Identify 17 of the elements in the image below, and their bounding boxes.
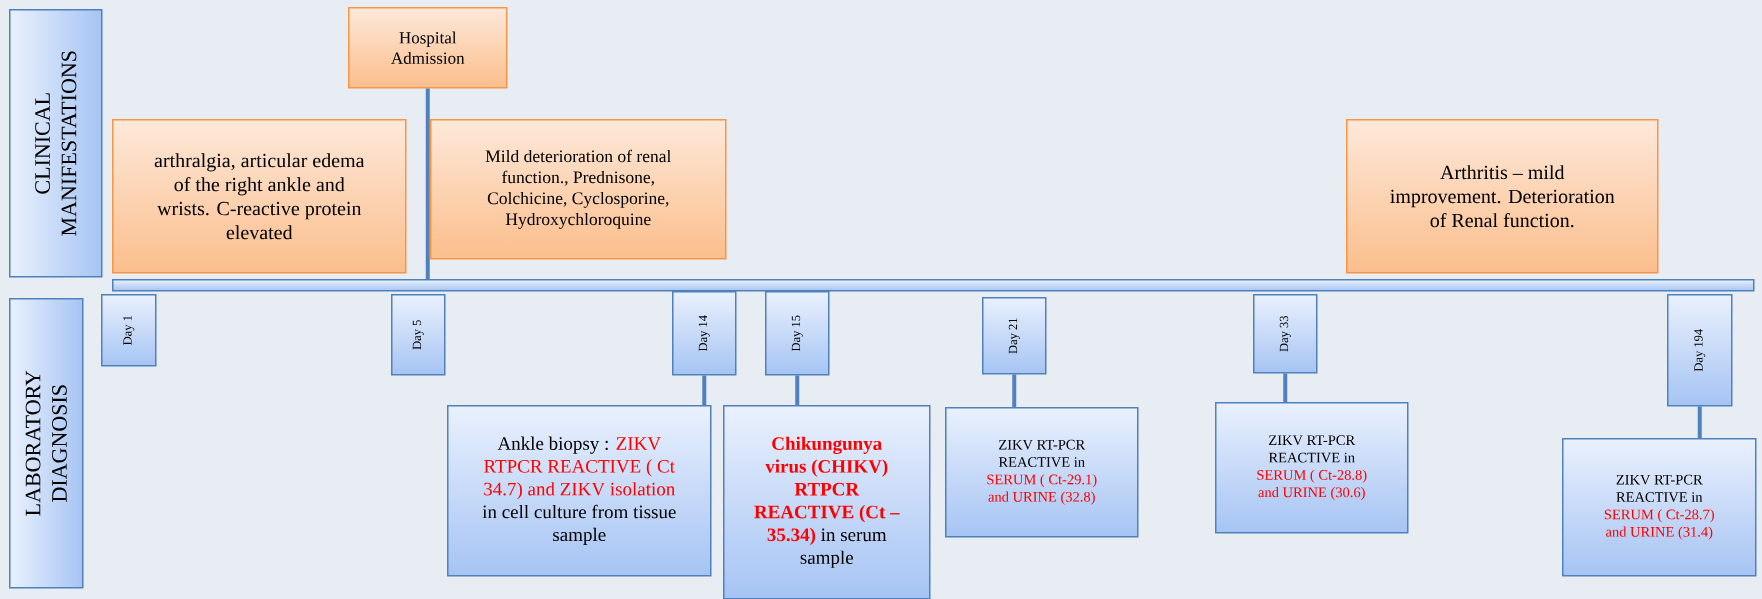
connector-line	[1697, 406, 1702, 438]
connector-line	[1012, 374, 1017, 407]
lab-result-box: ZIKV RT-PCR REACTIVE in SERUM ( Ct-28.8) and URINE (30.6)	[1215, 402, 1409, 534]
section-label: CLINICAL MANIFESTATIONS	[9, 9, 103, 278]
connector-line	[425, 88, 430, 279]
connector-line	[702, 375, 707, 405]
event-box: Arthritis – mild improvement. Deterioration of Renal function.	[1346, 119, 1659, 274]
connector-line	[795, 375, 800, 405]
lab-result-box: Ankle biopsy : ZIKV RTPCR REACTIVE ( Ct 34.7) and ZIKV isolation in cell culture from tissue sample	[447, 405, 712, 577]
event-box: Mild deterioration of renal function., Prednisone, Colchicine, Cyclosporine, Hydroxychloroquine	[430, 119, 727, 260]
lab-result-box: ZIKV RT-PCR REACTIVE in SERUM ( Ct-29.1) and URINE (32.8)	[945, 407, 1139, 538]
event-box: arthralgia, articular edema of the right ankle and wrists. C-reactive protein elevated	[112, 119, 407, 274]
section-label: LABORATORY DIAGNOSIS	[9, 298, 84, 589]
lab-result-box: ZIKV RT-PCR REACTIVE in SERUM ( Ct-28.7) and URINE (31.4)	[1562, 438, 1757, 577]
lab-result-box: Chikungunya virus (CHIKV) RTPCR REACTIVE (Ct – 35.34) in serum sample	[723, 405, 931, 599]
event-box: Hospital Admission	[348, 7, 508, 89]
connector-line	[1283, 373, 1288, 402]
